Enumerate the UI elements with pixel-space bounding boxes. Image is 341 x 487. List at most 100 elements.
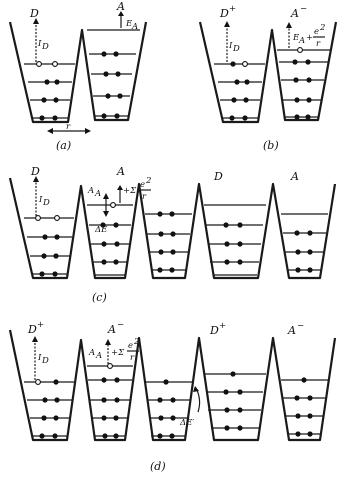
label-delta-e: ΔE — [94, 225, 108, 235]
hole-dot — [52, 61, 58, 67]
electron-dot — [169, 267, 175, 273]
label-d: D — [30, 165, 40, 178]
label-a-minus: A — [107, 323, 116, 336]
electron-dot — [170, 249, 176, 255]
electron-dot — [157, 267, 163, 273]
electron-dot — [54, 234, 60, 240]
electron-dot — [294, 114, 300, 120]
electron-dot — [231, 97, 237, 103]
label-id: I — [228, 41, 233, 51]
electron-dot — [157, 211, 163, 217]
hole-dot — [242, 61, 248, 67]
electron-dot — [306, 77, 312, 83]
electron-dot — [113, 415, 119, 421]
electron-dot — [306, 97, 312, 103]
label-sum: +Σ — [123, 186, 137, 196]
electron-dot — [41, 97, 47, 103]
label-d-plus-sup: + — [37, 320, 44, 330]
label-d-plus-right-sup: + — [219, 321, 226, 331]
arrowhead-icon — [47, 128, 53, 134]
electron-dot — [307, 267, 313, 273]
electron-dot — [101, 113, 107, 119]
label-plus: + — [306, 33, 313, 43]
label-delta-e-prime: ΔE′ — [179, 418, 194, 428]
electron-dot — [307, 431, 313, 437]
electron-dot — [44, 79, 50, 85]
label-d-plus-right: D — [209, 324, 219, 337]
electron-dot — [223, 389, 229, 395]
arrowhead-icon — [118, 11, 124, 16]
arrowhead-icon — [286, 22, 292, 28]
electron-dot — [170, 231, 176, 237]
arrowhead-icon — [33, 18, 39, 24]
label-a-minus: A — [290, 7, 299, 20]
electron-dot — [305, 114, 311, 120]
panel-c: D A D A I D ΔE A A +Σ e 2 r (c) — [8, 165, 337, 304]
label-ea-sub: A — [131, 22, 138, 32]
electron-dot — [101, 259, 107, 265]
label-ea: E — [125, 19, 133, 29]
caption-b: (b) — [263, 139, 279, 152]
label-aa-sub: A — [95, 351, 102, 361]
electron-dot — [293, 77, 299, 83]
electron-dot — [294, 97, 300, 103]
label-id: I — [38, 195, 43, 205]
well-wall-d — [8, 329, 337, 442]
hole-dot — [35, 379, 41, 385]
electron-dot — [115, 71, 121, 77]
electron-dot — [230, 371, 236, 377]
panel-a: D A I D E A r (a) — [8, 0, 148, 152]
electron-dot — [224, 241, 230, 247]
delta-e-prime-arrow — [195, 387, 201, 413]
label-id-sub: D — [232, 44, 240, 54]
well-wall-b — [198, 21, 338, 124]
label-ea: E — [292, 33, 300, 43]
electron-dot — [170, 397, 176, 403]
label-id: I — [37, 39, 42, 49]
electron-dot — [244, 79, 250, 85]
electron-dot — [237, 259, 243, 265]
electron-dot — [53, 415, 59, 421]
arrowhead-icon — [224, 21, 230, 27]
arrowhead-icon — [105, 339, 111, 345]
arrowhead-icon — [33, 176, 39, 182]
electron-dot — [114, 113, 120, 119]
electron-dot — [237, 389, 243, 395]
well-wall-a — [8, 21, 148, 124]
label-frac-num-sup: 2 — [133, 337, 139, 347]
electron-dot — [100, 222, 106, 228]
label-a-minus-right-sup: − — [297, 321, 304, 331]
electron-dot — [53, 97, 59, 103]
electron-dot — [169, 211, 175, 217]
electron-dot — [117, 93, 123, 99]
electron-dot — [234, 79, 240, 85]
electron-dot — [53, 379, 59, 385]
electron-dot — [54, 79, 60, 85]
label-d-plus: D — [27, 323, 37, 336]
electron-dot — [301, 377, 307, 383]
label-frac-num: e — [140, 180, 145, 190]
electron-dot — [237, 241, 243, 247]
label-id-sub: D — [41, 42, 49, 52]
electron-dot — [307, 249, 313, 255]
electron-dot — [294, 395, 300, 401]
electron-dot — [113, 51, 119, 57]
caption-a: (a) — [56, 139, 71, 152]
electron-dot — [237, 407, 243, 413]
electron-dot — [101, 241, 107, 247]
electron-dot — [39, 271, 45, 277]
label-d-plus: D — [219, 7, 229, 20]
hole-dot — [107, 363, 113, 369]
hole-dot — [297, 47, 303, 53]
label-a-minus-sup: − — [300, 4, 307, 14]
arrowhead-icon — [193, 386, 199, 392]
label-ea-sub: A — [298, 36, 305, 46]
caption-c: (c) — [92, 291, 107, 304]
label-frac-den: r — [316, 39, 321, 49]
label-id-sub: D — [41, 356, 49, 366]
label-frac-den: r — [130, 353, 135, 363]
label-frac-num: e — [128, 341, 133, 351]
electron-dot — [114, 241, 120, 247]
hole-dot — [36, 61, 42, 67]
electron-dot — [230, 61, 236, 67]
